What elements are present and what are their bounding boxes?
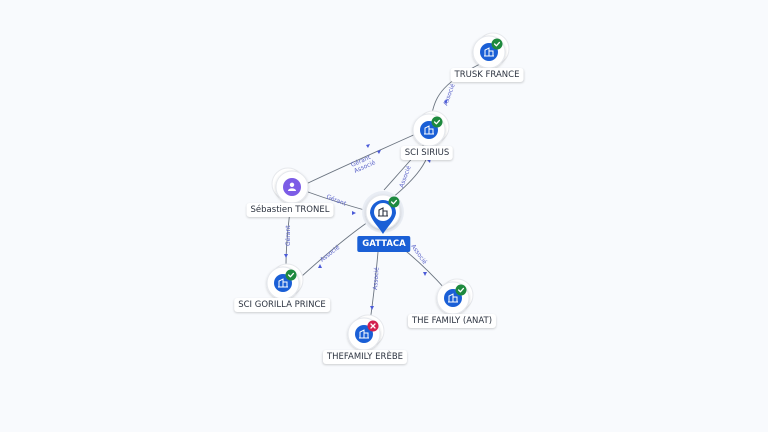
active-check-icon	[285, 269, 297, 281]
node-gattaca[interactable]	[362, 191, 404, 234]
closed-x-icon	[367, 320, 379, 332]
node-sci-sirius[interactable]	[412, 110, 450, 147]
building-icon	[278, 278, 288, 288]
node-the-family-anat[interactable]	[436, 278, 474, 315]
building-icon	[448, 293, 458, 303]
active-check-icon	[455, 284, 467, 296]
person-icon	[288, 182, 296, 191]
edge-label: Associé	[398, 165, 412, 189]
node-label-sebastien-tronel[interactable]: Sébastien TRONEL	[246, 203, 334, 217]
building-icon	[359, 329, 369, 339]
node-label-trusk-france[interactable]: TRUSK FRANCE	[450, 68, 524, 82]
edge-label: Associé	[372, 267, 381, 290]
edge-gattaca-erebe: Associé	[369, 251, 381, 323]
edge-label: Associé	[319, 244, 341, 264]
active-check-icon	[491, 38, 503, 50]
edge-sebastien-sirius: Gérant Associé	[305, 132, 419, 185]
node-label-sci-gorilla-prince[interactable]: SCI GORILLA PRINCE	[234, 298, 330, 312]
edge-label: Associé	[442, 83, 456, 107]
building-icon	[484, 47, 494, 57]
node-label-sci-sirius[interactable]: SCI SIRIUS	[400, 146, 454, 160]
node-thefamily-erebe[interactable]	[347, 314, 385, 351]
node-label-thefamily-erebe[interactable]: THEFAMILY ERÈBE	[322, 350, 408, 364]
active-check-icon	[431, 116, 443, 128]
node-sebastien-tronel[interactable]	[271, 167, 309, 204]
edge-label: Gérant	[285, 225, 292, 246]
node-label-the-family-anat[interactable]: THE FAMILY (ANAT)	[407, 314, 497, 328]
node-trusk-france[interactable]	[472, 32, 510, 69]
node-sci-gorilla-prince[interactable]	[266, 263, 304, 300]
building-icon	[424, 125, 434, 135]
building-icon	[378, 207, 388, 217]
active-check-icon	[388, 196, 400, 208]
node-label-gattaca[interactable]: GATTACA	[357, 236, 411, 252]
